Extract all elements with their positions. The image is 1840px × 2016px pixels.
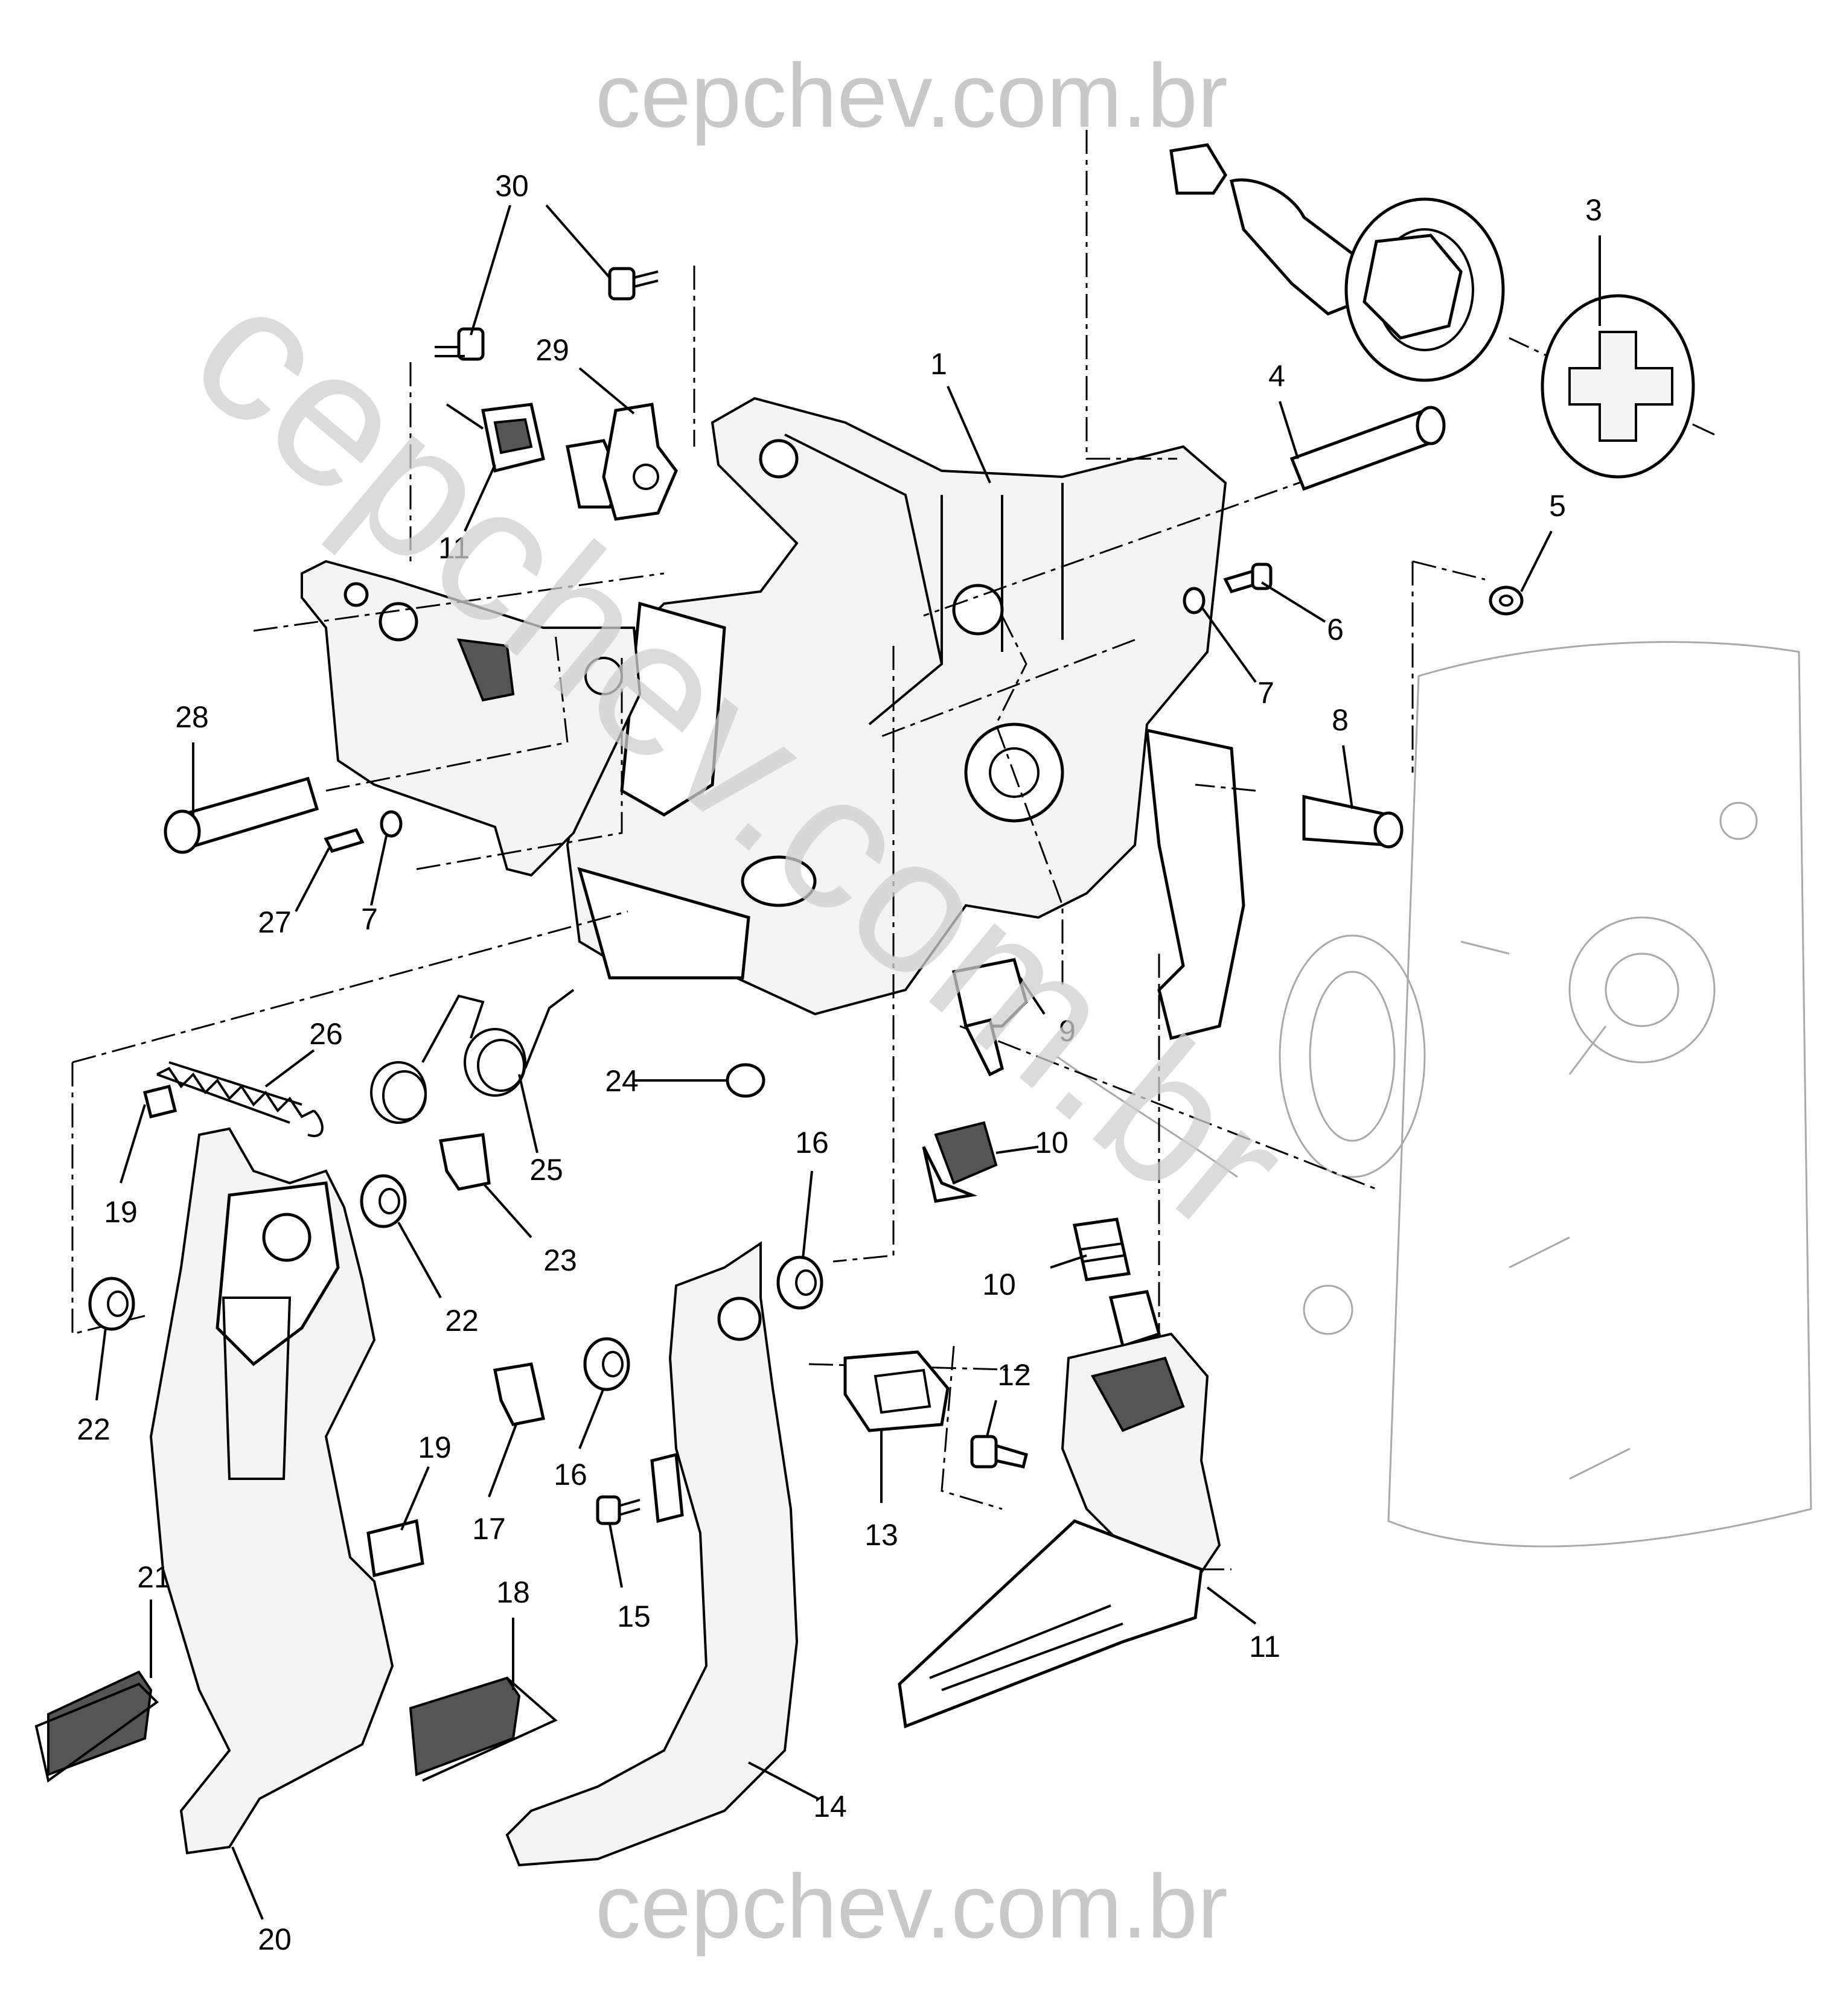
callout-20: 20 (258, 1922, 292, 1956)
switch-9 (952, 958, 1028, 1077)
plug-24 (726, 1063, 765, 1098)
callout-9: 9 (1059, 1014, 1076, 1048)
callout-17: 17 (472, 1512, 506, 1546)
brake-pedal-14 (505, 1241, 799, 1867)
callout-19-upper: 19 (104, 1195, 138, 1229)
torsion-spring-25 (370, 989, 575, 1124)
connector-10-lower (1072, 1217, 1131, 1281)
callout-6: 6 (1327, 613, 1344, 646)
seal-3 (1541, 294, 1695, 479)
bushing-8 (1302, 794, 1404, 849)
callout-28: 28 (175, 700, 209, 734)
callout-10-upper: 10 (1035, 1126, 1069, 1160)
pedal-pad-21 (34, 1670, 159, 1783)
callout-11-bottom: 11 (1249, 1630, 1280, 1664)
clip-23 (439, 1133, 491, 1191)
clutch-pedal-20 (149, 1127, 394, 1855)
switch-11-top (446, 403, 545, 473)
connector-10-upper (922, 1121, 998, 1203)
callout-3: 3 (1585, 193, 1602, 227)
bushing-22-upper (360, 1174, 407, 1228)
pin-4 (1289, 406, 1446, 491)
callout-30: 30 (495, 169, 529, 203)
callout-25: 25 (529, 1153, 563, 1187)
pedal-pad-18 (409, 1676, 558, 1782)
callout-14: 14 (813, 1790, 847, 1823)
bolt-6 (1223, 563, 1273, 593)
spring-26 (156, 1061, 324, 1137)
callout-21: 21 (137, 1560, 171, 1594)
callout-5: 5 (1549, 489, 1566, 523)
callout-26: 26 (309, 1017, 343, 1051)
callout-11-top: 11 (438, 531, 470, 565)
bolt-15 (596, 1495, 640, 1525)
callout-4: 4 (1268, 359, 1285, 393)
bushing-16-lower (583, 1337, 630, 1391)
bolt-30 (435, 267, 659, 361)
callout-27: 27 (258, 905, 292, 939)
bolt-12 (970, 1435, 1029, 1469)
callout-23: 23 (543, 1243, 577, 1277)
callout-24: 24 (605, 1064, 639, 1098)
nut-5 (1489, 585, 1524, 616)
accelerator-pedal-11 (898, 1290, 1221, 1729)
washer-7 (1183, 587, 1206, 614)
clip-19-lower (366, 1519, 424, 1578)
callout-18: 18 (496, 1575, 530, 1609)
watermark-bottom: cepchev.com.br (595, 1855, 1228, 1957)
clip-19-upper (142, 1084, 177, 1119)
callout-12: 12 (997, 1358, 1031, 1392)
callout-labels: 30 29 11 1 3 4 5 6 7 8 28 27 7 26 9 24 2… (77, 169, 1602, 1956)
callout-1: 1 (930, 347, 947, 381)
callout-22-left: 22 (77, 1412, 110, 1446)
bushing-22-lower (88, 1277, 135, 1331)
callout-8: 8 (1332, 703, 1349, 737)
callout-16-upper: 16 (795, 1126, 829, 1160)
pin-28 (164, 776, 319, 854)
leader-lines (95, 204, 1601, 1920)
background-panel-outline (1056, 641, 1812, 1548)
washer-7-lower (380, 810, 403, 838)
callout-19-lower: 19 (418, 1431, 452, 1464)
callout-15: 15 (617, 1600, 651, 1633)
callout-7-right: 7 (1257, 676, 1274, 710)
callout-13: 13 (864, 1518, 898, 1552)
bolt-27 (324, 828, 365, 853)
sensor-29 (566, 403, 678, 521)
clip-17 (493, 1362, 545, 1426)
master-cylinder-sensor (1169, 143, 1505, 382)
callout-10-lower: 10 (982, 1268, 1016, 1301)
pedal-bracket-1 (566, 397, 1245, 1041)
callout-29: 29 (535, 333, 569, 367)
callout-7-left: 7 (361, 902, 378, 936)
watermark-top: cepchev.com.br (595, 45, 1228, 146)
bracket-13 (843, 1350, 950, 1432)
bushing-16-upper (776, 1255, 823, 1310)
callout-22-right: 22 (445, 1304, 479, 1338)
callout-16-lower: 16 (554, 1458, 587, 1491)
